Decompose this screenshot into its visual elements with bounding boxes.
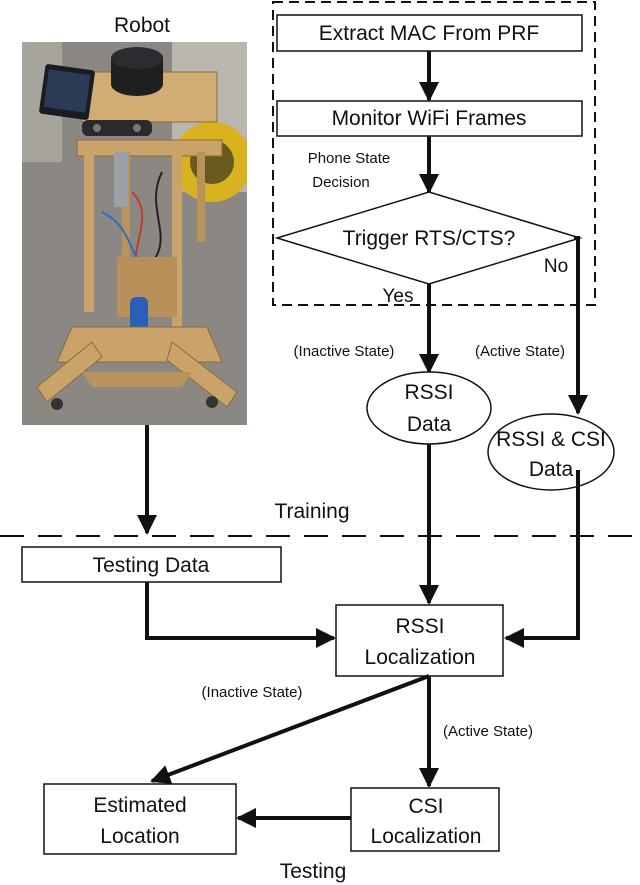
csi-localization-box: CSI Localization	[350, 787, 500, 852]
phone-state-region	[272, 1, 596, 306]
phone-state-label-1: Phone State	[308, 150, 391, 167]
csi-loc-label-2: Localization	[371, 825, 482, 848]
robot-illustration	[22, 42, 247, 425]
rssi-csi-label-1: RSSI & CSI	[496, 428, 606, 451]
phone-state-label-2: Decision	[312, 174, 370, 191]
estimated-label-2: Location	[100, 825, 179, 848]
monitor-wifi-box: Monitor WiFi Frames	[276, 100, 583, 137]
arrow-rssi-csi-to-loc	[504, 470, 580, 648]
testing-label: Testing	[280, 860, 347, 883]
monitor-wifi-label: Monitor WiFi Frames	[332, 107, 527, 130]
rssi-csi-data-node: RSSI & CSI Data	[487, 413, 615, 491]
robot-photo	[22, 42, 247, 425]
robot-label: Robot	[114, 14, 170, 37]
inactive-state-label-2: (Inactive State)	[202, 684, 303, 701]
rssi-data-label-1: RSSI	[404, 381, 453, 404]
rssi-data-label-2: Data	[407, 413, 452, 436]
active-state-label: (Active State)	[475, 343, 565, 360]
rssi-loc-label-1: RSSI	[395, 615, 444, 638]
rssi-loc-label-2: Localization	[365, 646, 476, 669]
active-state-label-2: (Active State)	[443, 723, 533, 740]
trigger-decision: Trigger RTS/CTS?	[274, 191, 583, 285]
rssi-localization-box: RSSI Localization	[335, 604, 504, 677]
arrow-testing-to-loc	[145, 582, 336, 648]
rssi-csi-label-2: Data	[529, 458, 574, 481]
testing-data-box: Testing Data	[21, 546, 282, 583]
trigger-label: Trigger RTS/CTS?	[343, 227, 516, 250]
inactive-state-label: (Inactive State)	[294, 343, 395, 360]
no-label: No	[544, 256, 568, 277]
extract-mac-box: Extract MAC From PRF	[276, 14, 583, 52]
csi-loc-label-1: CSI	[408, 795, 443, 818]
arrow-no-to-rssi-csi	[568, 236, 588, 415]
estimated-label-1: Estimated	[93, 794, 186, 817]
extract-mac-label: Extract MAC From PRF	[319, 22, 540, 45]
training-label: Training	[274, 500, 349, 523]
testing-data-label: Testing Data	[93, 554, 210, 577]
estimated-location-box: Estimated Location	[43, 783, 237, 855]
arrow-loc-to-estimated	[150, 674, 430, 784]
rssi-data-node: RSSI Data	[366, 371, 492, 445]
yes-label: Yes	[383, 286, 414, 307]
